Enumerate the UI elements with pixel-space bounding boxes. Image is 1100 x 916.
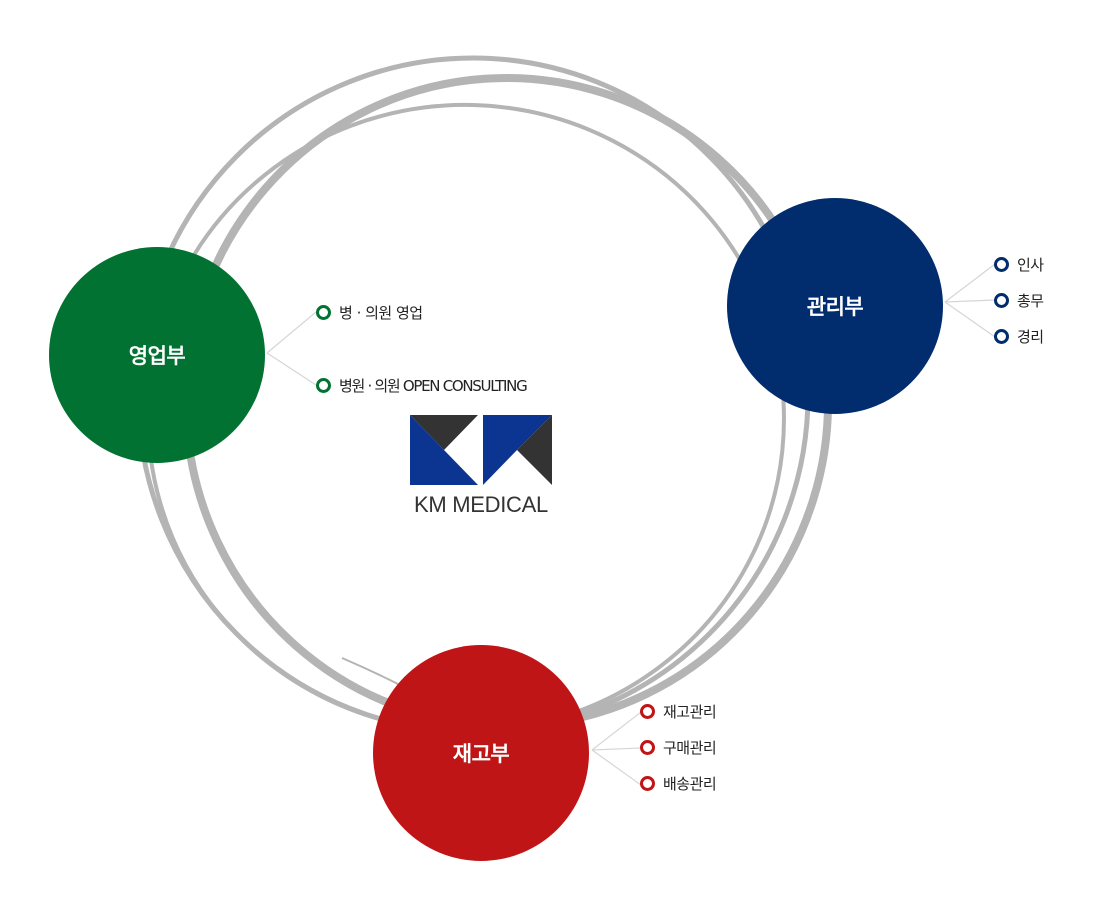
sales-item-label: 병 · 의원 영업 — [339, 303, 423, 322]
inventory-item: 구매관리 — [640, 737, 717, 757]
bullet-ring-icon — [640, 739, 655, 755]
inventory-item: 재고관리 — [640, 701, 717, 721]
inventory-item: 배송관리 — [640, 773, 717, 793]
ring-short-arc — [341, 657, 399, 685]
dept-admin-label: 관리부 — [806, 295, 864, 319]
admin-connectors — [944, 263, 996, 338]
inventory-item-label: 구매관리 — [663, 738, 717, 757]
admin-item-label: 총무 — [1017, 291, 1044, 310]
dept-inventory-circle: 재고부 — [373, 645, 589, 861]
admin-item: 경리 — [994, 326, 1044, 346]
admin-item: 인사 — [994, 254, 1044, 274]
dept-sales-circle: 영업부 — [49, 247, 265, 463]
sales-item: 병 · 의원 영업 — [316, 302, 423, 322]
sales-item: 병원 · 의원 OPEN CONSULTING — [316, 375, 528, 395]
inventory-item-label: 배송관리 — [663, 774, 717, 793]
inventory-connectors — [591, 711, 642, 786]
admin-item-label: 인사 — [1017, 255, 1044, 274]
sales-connectors — [266, 311, 317, 386]
bullet-ring-icon — [640, 775, 655, 791]
admin-item-label: 경리 — [1017, 327, 1044, 346]
ring-thick — [181, 74, 833, 730]
bullet-ring-icon — [316, 304, 331, 320]
bullet-ring-icon — [994, 328, 1009, 344]
bullet-ring-icon — [640, 703, 655, 719]
dept-admin-circle: 관리부 — [727, 198, 943, 414]
dept-sales-label: 영업부 — [128, 344, 186, 368]
bullet-ring-icon — [994, 292, 1009, 308]
inventory-item-label: 재고관리 — [663, 702, 717, 721]
bullet-ring-icon — [316, 377, 331, 393]
logo-text: KM MEDICAL — [414, 492, 548, 517]
dept-inventory-label: 재고부 — [452, 742, 510, 766]
sales-item-label: 병원 · 의원 OPEN CONSULTING — [339, 376, 528, 395]
admin-item: 총무 — [994, 290, 1044, 310]
km-logo-icon — [410, 415, 552, 485]
bullet-ring-icon — [994, 256, 1009, 272]
